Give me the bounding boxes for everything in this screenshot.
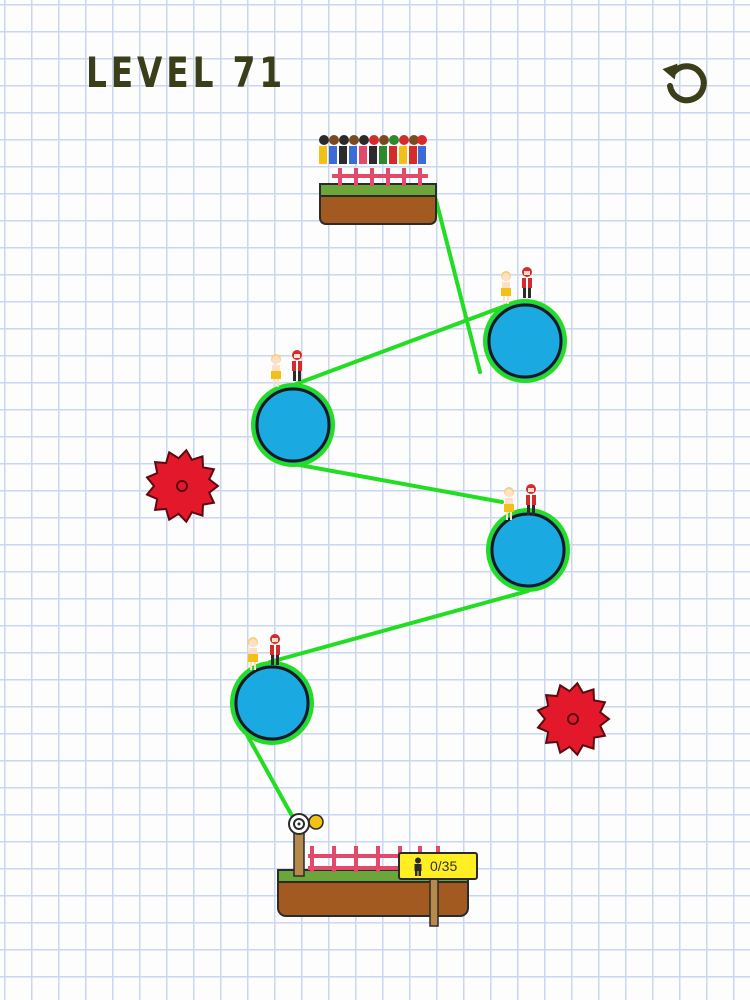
rope-segment	[294, 304, 507, 386]
rope-segment	[292, 462, 504, 504]
counter-text: 0/35	[430, 858, 458, 874]
goal-counter: 0/35	[398, 852, 478, 880]
wheel[interactable]	[483, 299, 567, 383]
wheel[interactable]	[486, 508, 570, 592]
person-icon	[414, 857, 422, 876]
rope-anchor-pulley	[288, 813, 310, 835]
wheel[interactable]	[251, 383, 335, 467]
people-group	[501, 267, 532, 304]
crowd	[319, 135, 427, 164]
rope-segment	[434, 198, 482, 374]
level-title: LEVEL 71	[86, 48, 287, 97]
restart-icon[interactable]	[660, 56, 714, 110]
start-platform	[319, 168, 437, 225]
rope-segment	[268, 589, 530, 664]
saw-blade	[145, 448, 220, 524]
saw-blade	[536, 681, 611, 757]
wheel[interactable]	[230, 661, 314, 745]
